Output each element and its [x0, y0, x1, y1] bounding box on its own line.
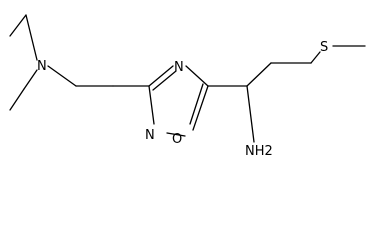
atom-amino-group: NH2 — [245, 144, 273, 159]
bond-o1-n2 — [166, 132, 186, 137]
atom-ring-oxygen: O — [172, 132, 182, 147]
atom-sulfur: S — [320, 40, 328, 55]
bond-n4-c5 — [185, 65, 209, 87]
atom-ring-nitrogen-bottom: N — [145, 128, 155, 143]
molecule-drawing: N N N O S NH2 — [9, 14, 366, 159]
bond-ethyl2-ch2-ch3 — [9, 88, 25, 111]
diethylamino-group — [9, 14, 77, 111]
bond-n-ethyl2-ch2 — [23, 69, 38, 90]
bond-c5-o1 — [192, 85, 209, 131]
structure-canvas: N N N O S NH2 — [9, 14, 366, 159]
bond-ethyl1-ch2-n — [25, 14, 38, 61]
bond-c3-n4-double — [152, 70, 177, 91]
bond-ethyl1-ch3-ch2 — [9, 14, 27, 37]
bond-n2-c3 — [148, 85, 155, 125]
atom-amine-nitrogen: N — [37, 59, 47, 74]
bond-ch-nh2 — [246, 85, 255, 143]
bond-n-chain — [47, 65, 77, 87]
oxadiazole-ring — [148, 65, 209, 137]
bond-c3-n4 — [148, 65, 174, 87]
bond-ch2-s — [310, 51, 321, 64]
atom-ring-nitrogen-top: N — [174, 60, 184, 75]
bond-ch-ch2 — [246, 62, 272, 87]
aminopropyl-thioether-chain — [207, 45, 366, 143]
bond-c5-o1-double — [189, 83, 204, 125]
